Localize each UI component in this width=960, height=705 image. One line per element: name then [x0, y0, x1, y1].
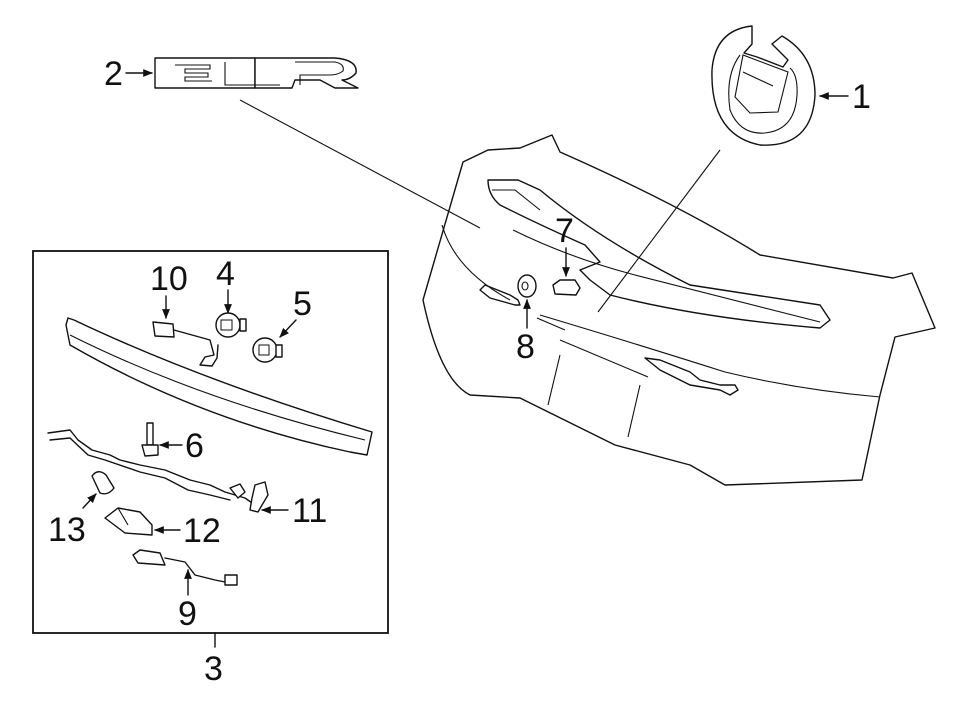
- callout-5: 5: [293, 285, 312, 323]
- part-wiring-harness: [47, 429, 256, 506]
- arrow-13: [82, 493, 97, 509]
- seal-inner: [728, 54, 798, 134]
- seal-center: [734, 54, 789, 114]
- clip-5-stem: [275, 344, 283, 358]
- arrow-5: [279, 319, 297, 338]
- callout-12: 12: [183, 512, 221, 550]
- part-applique-bar: [65, 317, 373, 456]
- part-seal-grommet: [711, 25, 816, 146]
- part-harness-connector: [152, 321, 175, 338]
- emblem-r-base: [254, 57, 359, 89]
- lamp-harness-plug: [224, 574, 238, 586]
- callout-1: 1: [852, 78, 871, 116]
- callout-3: 3: [204, 650, 223, 688]
- part-clip-5: [252, 337, 278, 363]
- callout-4: 4: [216, 255, 235, 293]
- decklid-outline: [422, 134, 936, 486]
- seal-outer: [711, 25, 816, 146]
- callout-13: 13: [48, 511, 86, 549]
- lid-crease-line: [539, 314, 881, 398]
- grommet-hole: [521, 281, 529, 291]
- seal-detail: [742, 71, 774, 87]
- part-bulb: [91, 471, 115, 495]
- part-bolt-shank: [146, 422, 154, 446]
- harness-connector-end: [249, 481, 269, 513]
- lid-cutout-right: [644, 357, 739, 396]
- assembly-box: [32, 250, 389, 634]
- lid-left-crease: [441, 224, 511, 301]
- lid-crease-line-2: [536, 317, 566, 331]
- leader-line-2: [239, 99, 481, 229]
- harness-clip: [229, 483, 246, 499]
- callout-10: 10: [150, 260, 188, 298]
- callout-8: 8: [516, 328, 535, 366]
- emblem-letter-l: [224, 62, 280, 86]
- leader-line-1: [597, 149, 721, 313]
- part-bolt-head: [141, 444, 159, 457]
- emblem-letter-e: [175, 64, 212, 82]
- lid-crease-line-3: [559, 339, 649, 378]
- emblem-elr: [154, 57, 359, 89]
- callout-11: 11: [292, 492, 327, 530]
- part-lamp-harness-socket: [132, 549, 166, 566]
- decklid-panel: [422, 134, 936, 486]
- harness-wire-2: [49, 437, 231, 501]
- clip-4-face: [220, 319, 233, 331]
- callout-6: 6: [185, 427, 204, 465]
- plate-recess-right: [627, 384, 641, 438]
- spoiler-lower-edge: [512, 229, 821, 323]
- callout-7: 7: [555, 212, 574, 250]
- spoiler-slot: [487, 179, 831, 329]
- callout-9: 9: [178, 595, 197, 633]
- connector-wire: [173, 329, 219, 367]
- part-license-lamp: [104, 507, 153, 536]
- callout-2: 2: [104, 55, 123, 93]
- emblem-letter-r: [295, 61, 344, 85]
- plate-recess-left: [547, 354, 561, 406]
- applique-edge: [69, 334, 366, 441]
- part-clip-4: [215, 312, 241, 338]
- clip-4-stem: [239, 318, 247, 332]
- lamp-edge: [117, 507, 129, 526]
- clip-5-face: [258, 344, 270, 356]
- part-nut: [552, 279, 581, 296]
- lamp-harness-wire: [164, 557, 226, 583]
- part-grommet: [517, 274, 537, 298]
- spoiler-inner-line: [492, 189, 541, 211]
- lid-cutout-left: [479, 284, 521, 306]
